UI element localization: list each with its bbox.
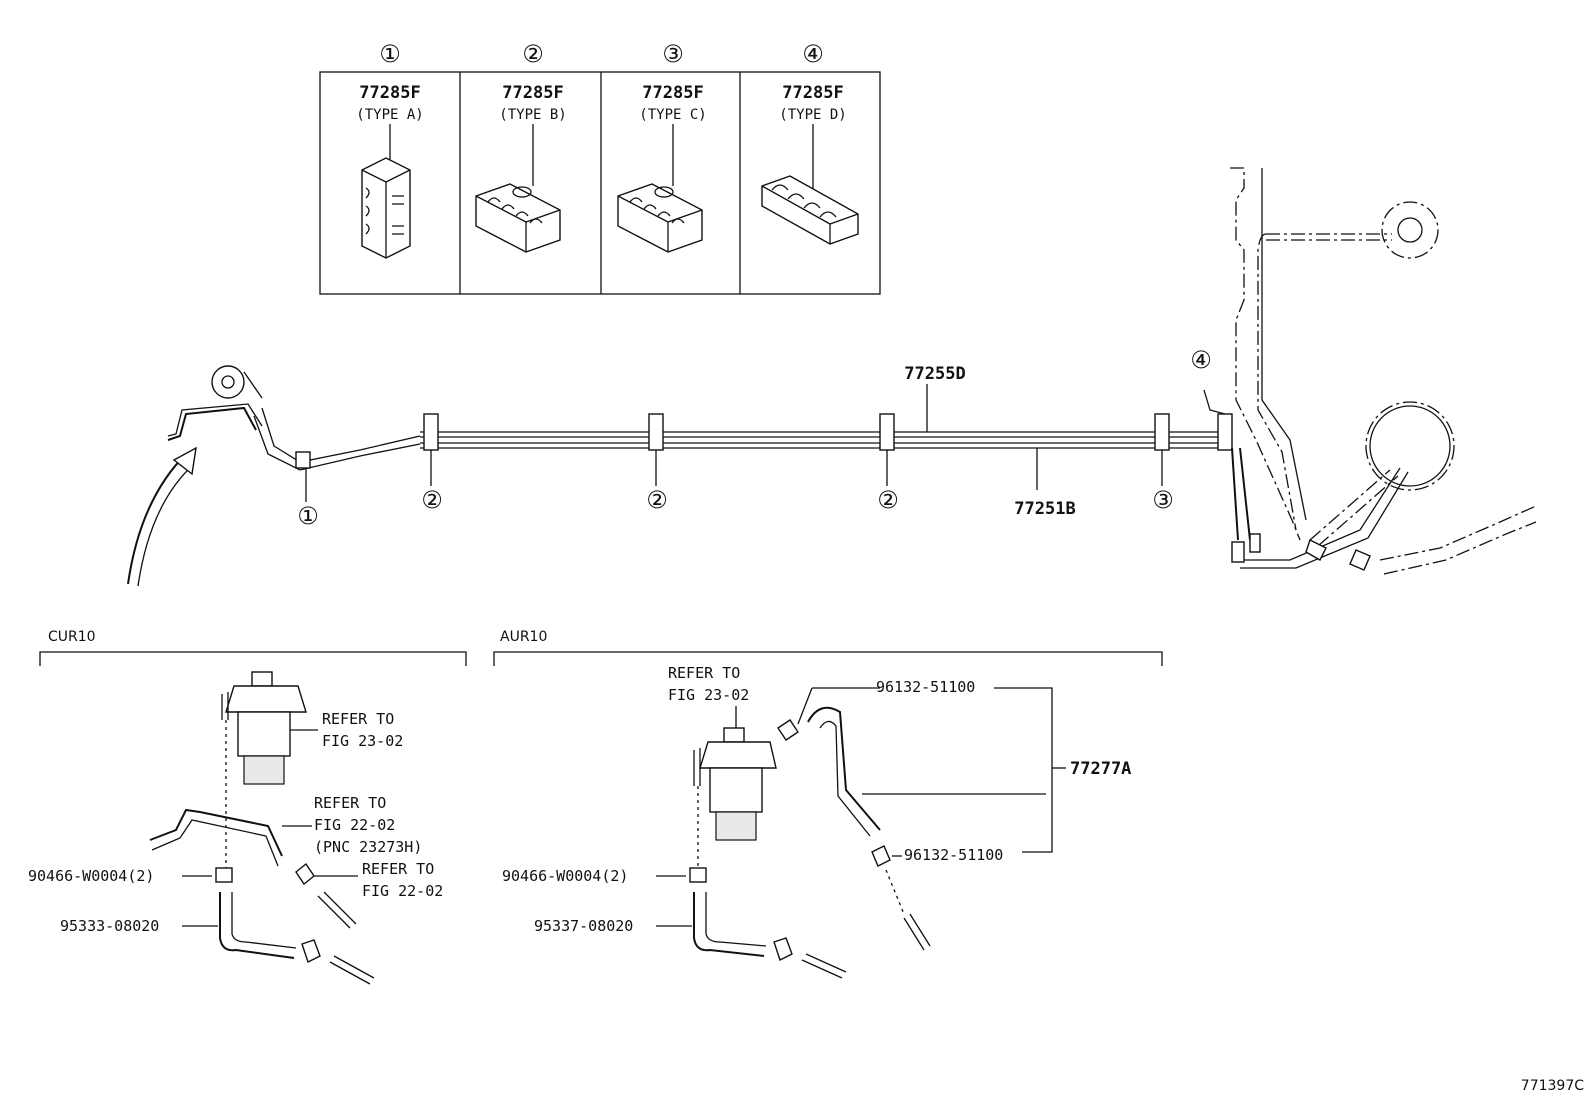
clamp-num-4: ④ [802, 40, 824, 68]
cur10-section: CUR10 REFER TO FIG 23-02 REFER TO FIG 22… [28, 629, 467, 985]
marker-clamp-3: ③ [1152, 486, 1174, 514]
figure-id: 771397C [1521, 1078, 1584, 1094]
clamp-part-c: 77285F [642, 83, 703, 103]
inlet-pipe [167, 406, 257, 441]
cur10-refer1-line2: FIG 23-02 [322, 732, 403, 750]
cur10-refer2-line2: FIG 22-02 [314, 816, 395, 834]
reference-arrow [127, 453, 187, 585]
clamp-type-b-icon [475, 183, 561, 253]
clamp-2-position-b [648, 413, 664, 451]
cur10-hose-part: 95333-08020 [60, 917, 159, 935]
clamp-num-3: ③ [662, 40, 684, 68]
clamp-type-c-icon [617, 183, 703, 253]
cur10-hose [219, 892, 295, 959]
aur10-hose [693, 892, 765, 957]
part-upper-tube: 77255D [904, 364, 965, 384]
aur10-clip-top-part: 96132-51100 [876, 678, 975, 696]
clamp-type-d-icon [761, 175, 859, 245]
aur10-refer1-line2: FIG 23-02 [668, 686, 749, 704]
aur10-hose-assy [807, 706, 881, 831]
cur10-refer3-line1: REFER TO [362, 860, 434, 878]
cur10-title: CUR10 [48, 629, 96, 645]
aur10-hose-part: 95337-08020 [534, 917, 633, 935]
aur10-hose-assy-part: 77277A [1070, 759, 1131, 779]
cur10-refer1-line1: REFER TO [322, 710, 394, 728]
cur10-clip-right [295, 862, 315, 886]
clamp-type-a: (TYPE A) [356, 107, 423, 123]
marker-clamp-4: ④ [1190, 346, 1212, 374]
clamp-part-b: 77285F [502, 83, 563, 103]
clamp-type-a-icon [361, 157, 411, 259]
clamp-part-a: 77285F [359, 83, 420, 103]
frame-outline [1230, 167, 1301, 541]
cur10-refer2-line3: (PNC 23273H) [314, 838, 422, 856]
clamp-4-position [1217, 413, 1233, 451]
clamp-type-c: (TYPE C) [639, 107, 706, 123]
aur10-clip-bottom [871, 845, 891, 867]
clamp-1-on-tube [295, 451, 311, 469]
clamp-2-position-a [423, 413, 439, 451]
fuel-tube-assembly: ① ② ② ② ③ ④ 77255D 77251B [127, 167, 1537, 587]
clamp-type-table: ① 77285F (TYPE A) ② 77285F (TYPE B) ③ 77… [319, 40, 881, 295]
marker-clamp-2b: ② [646, 486, 668, 514]
aur10-clip-part: 90466-W0004(2) [502, 867, 628, 885]
clamp-2-position-c [879, 413, 895, 451]
clamp-type-b: (TYPE B) [499, 107, 566, 123]
filler-line [1257, 233, 1392, 531]
part-lower-tube: 77251B [1014, 499, 1075, 519]
clamp-part-d: 77285F [782, 83, 843, 103]
marker-clamp-2a: ② [421, 486, 443, 514]
aur10-title: AUR10 [500, 629, 547, 645]
aur10-fuel-filter [693, 727, 777, 841]
aur10-section: AUR10 REFER TO FIG 23-02 96132-51100 772… [493, 629, 1163, 979]
clamp-num-1: ① [379, 40, 401, 68]
marker-clamp-1: ① [297, 502, 319, 530]
clamp-3-position [1154, 413, 1170, 451]
cur10-bracket [39, 651, 467, 666]
cur10-refer2-line1: REFER TO [314, 794, 386, 812]
clamp-num-2: ② [522, 40, 544, 68]
clamp-type-d: (TYPE D) [779, 107, 846, 123]
aur10-bracket [493, 651, 1163, 666]
aur10-clip-top [777, 719, 799, 741]
aur10-clip-bottom-part: 96132-51100 [904, 846, 1003, 864]
filler-neck [1381, 201, 1439, 259]
cur10-pipe [149, 808, 283, 857]
filter-cap [211, 365, 245, 399]
clamp-table-frame [319, 71, 881, 295]
cur10-refer3-line2: FIG 22-02 [362, 882, 443, 900]
fuel-tank-unit [1365, 401, 1455, 491]
aur10-clip [689, 867, 707, 883]
marker-clamp-2c: ② [877, 486, 899, 514]
cur10-clip-part: 90466-W0004(2) [28, 867, 154, 885]
aur10-refer1-line1: REFER TO [668, 664, 740, 682]
cur10-fuel-filter [221, 671, 307, 785]
cur10-clip [215, 867, 233, 883]
